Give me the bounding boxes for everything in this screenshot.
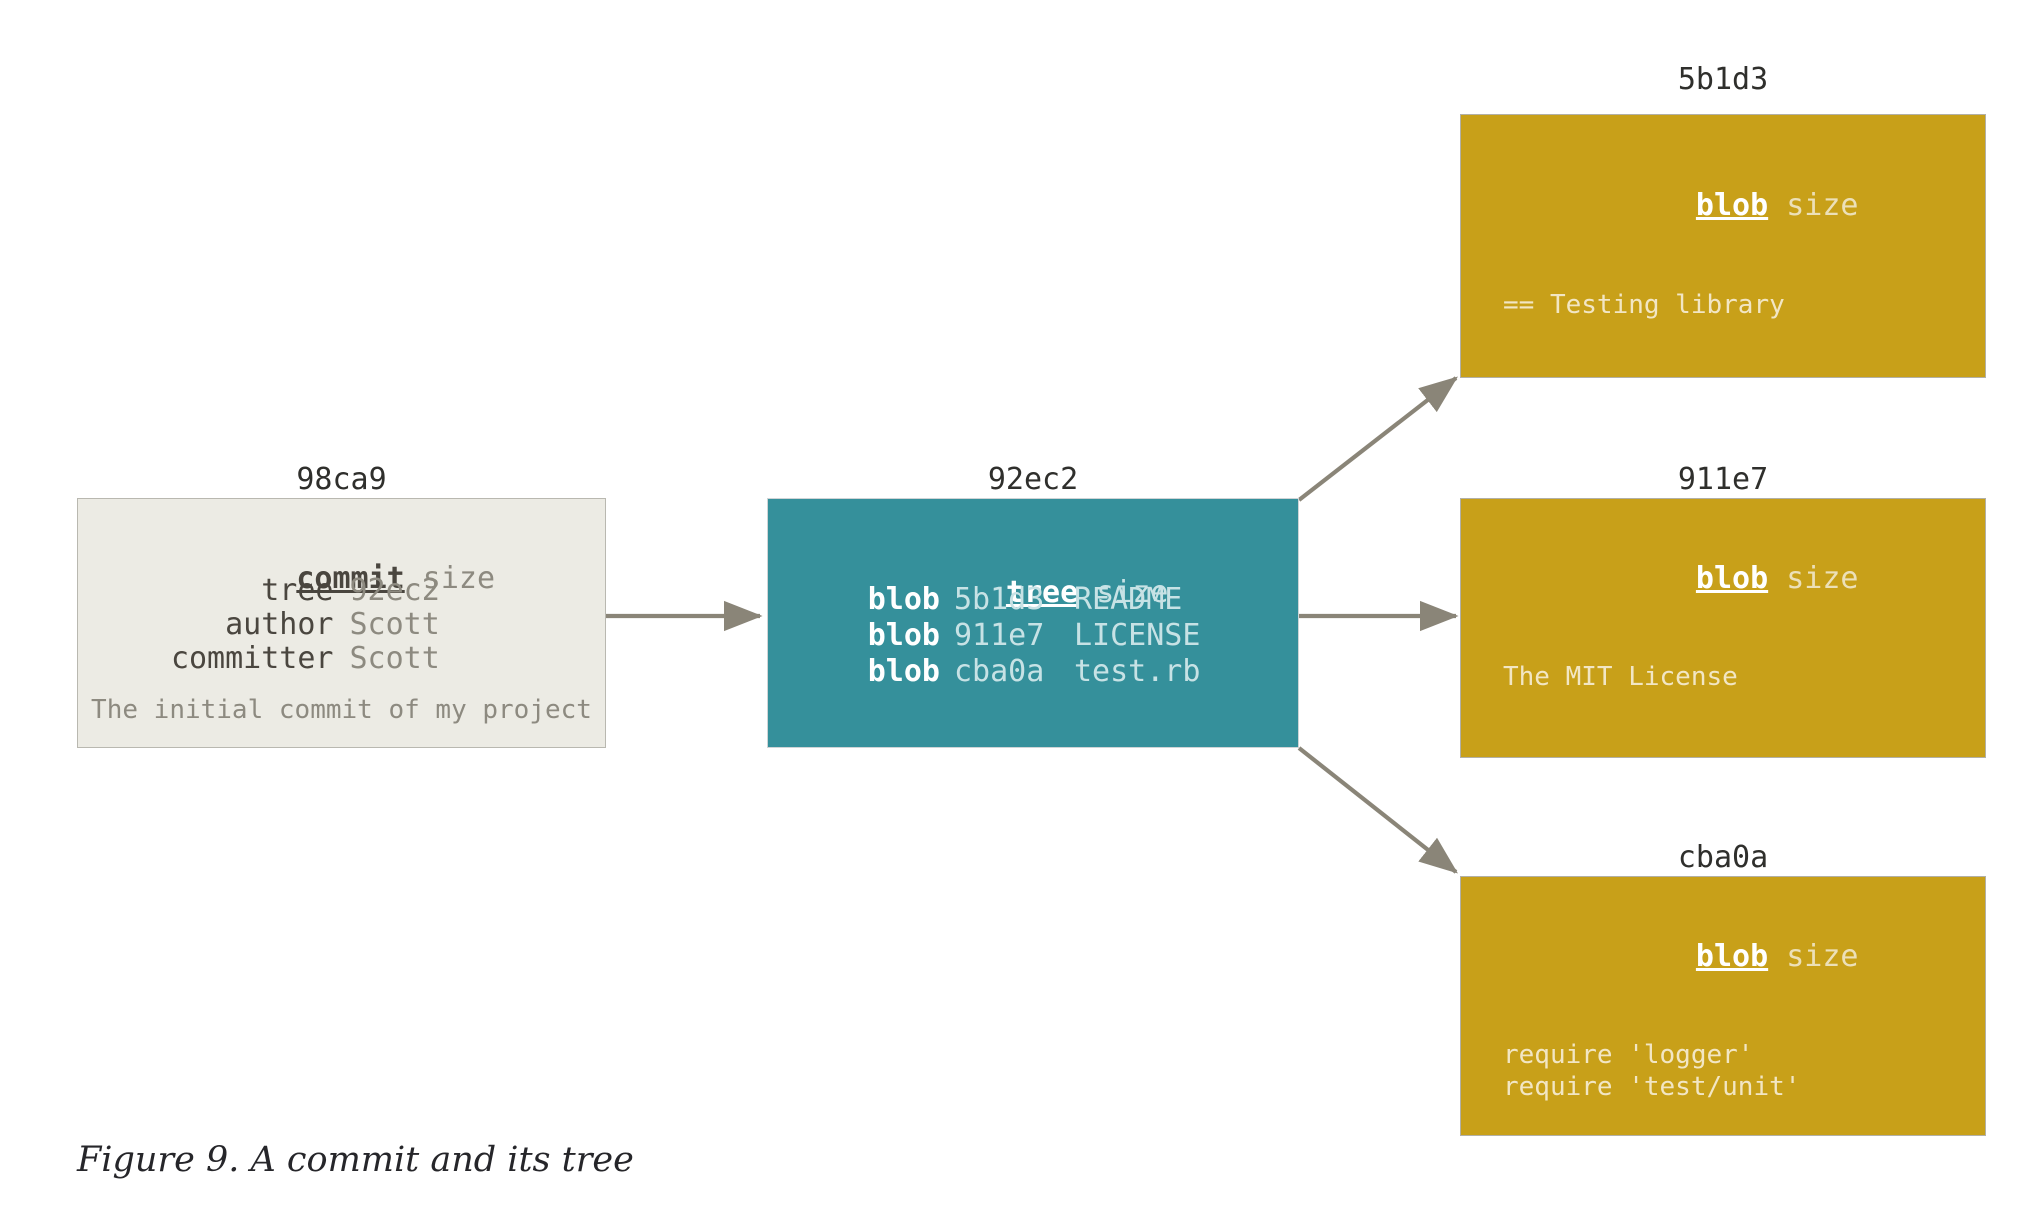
tree-entry-row: blob 5b1d3 README [768,582,1298,618]
tree-entry-hash: cba0a [954,654,1045,689]
commit-size-label: size [422,561,496,596]
blob-readme-box: blob size == Testing library This librar… [1460,114,1986,378]
commit-field-row: author Scott [78,608,605,642]
blob-size-label: size [1786,561,1859,596]
blob-test-header-line: blob size [1461,904,1985,1009]
blob-keyword: blob [1695,561,1769,596]
tree-entry-type: blob [867,582,940,617]
tree-entry-name: test.rb [1074,654,1201,689]
tree-entry-name: LICENSE [1074,618,1201,653]
tree-node-box: tree size blob 5b1d3 README blob 911e7 LICEN… [767,498,1299,748]
blob-keyword: blob [1695,939,1769,974]
commit-field-value: Scott [349,607,440,642]
tree-node-hash-label: 92ec2 [987,462,1079,497]
commit-node-hash-label: 98ca9 [296,462,387,497]
blob-paragraph: The MIT License [1503,662,1738,692]
commit-field-key: committer [170,641,334,676]
edge-tree-to-blob-test [1297,746,1458,874]
commit-field-key: tree [261,573,334,608]
blob-keyword: blob [1695,188,1769,223]
tree-entry-type: blob [867,654,940,689]
edge-tree-to-blob-readme [1297,376,1458,502]
tree-entry-hash: 5b1d3 [954,582,1045,617]
tree-entry-hash: 911e7 [954,618,1045,653]
commit-field-value: 92ec2 [349,573,440,608]
tree-keyword: tree [1005,575,1079,610]
tree-entry-type: blob [867,618,940,653]
commit-field-row: tree 92ec2 [78,574,605,608]
blob-readme-content: == Testing library This library is used … [1503,225,1975,377]
blob-license-hash-label: 911e7 [1677,462,1769,497]
commit-field-row: committer Scott [78,642,605,676]
blob-paragraph: == Testing library [1503,290,1785,320]
blob-paragraph: require 'logger' require 'test/unit' [1503,1040,1801,1102]
blob-readme-header-line: blob size [1461,153,1985,258]
commit-field-key: author [225,607,334,642]
blob-license-content: The MIT License Copyright (c) 2008 Scott… [1503,597,1975,757]
blob-license-box: blob size The MIT License Copyright (c) … [1460,498,1986,758]
commit-header-line: commit size [78,526,605,631]
blob-test-box: blob size require 'logger' require 'test… [1460,876,1986,1136]
figure-caption: Figure 9. A commit and its tree [77,1140,634,1180]
blob-license-header-line: blob size [1461,526,1985,631]
tree-header-line: tree size [768,540,1298,645]
commit-keyword: commit [296,561,405,596]
blob-size-label: size [1786,939,1859,974]
blob-test-hash-label: cba0a [1677,840,1769,875]
tree-entry-row: blob 911e7 LICENSE [768,618,1298,654]
blob-test-content: require 'logger' require 'test/unit' cla… [1503,975,1975,1135]
tree-size-label: size [1096,575,1169,610]
tree-entry-row: blob cba0a test.rb [768,654,1298,690]
commit-field-value: Scott [349,641,440,676]
commit-message: The initial commit of my project [91,695,592,725]
tree-entry-name: README [1074,582,1183,617]
blob-readme-hash-label: 5b1d3 [1677,62,1769,97]
blob-size-label: size [1786,188,1859,223]
